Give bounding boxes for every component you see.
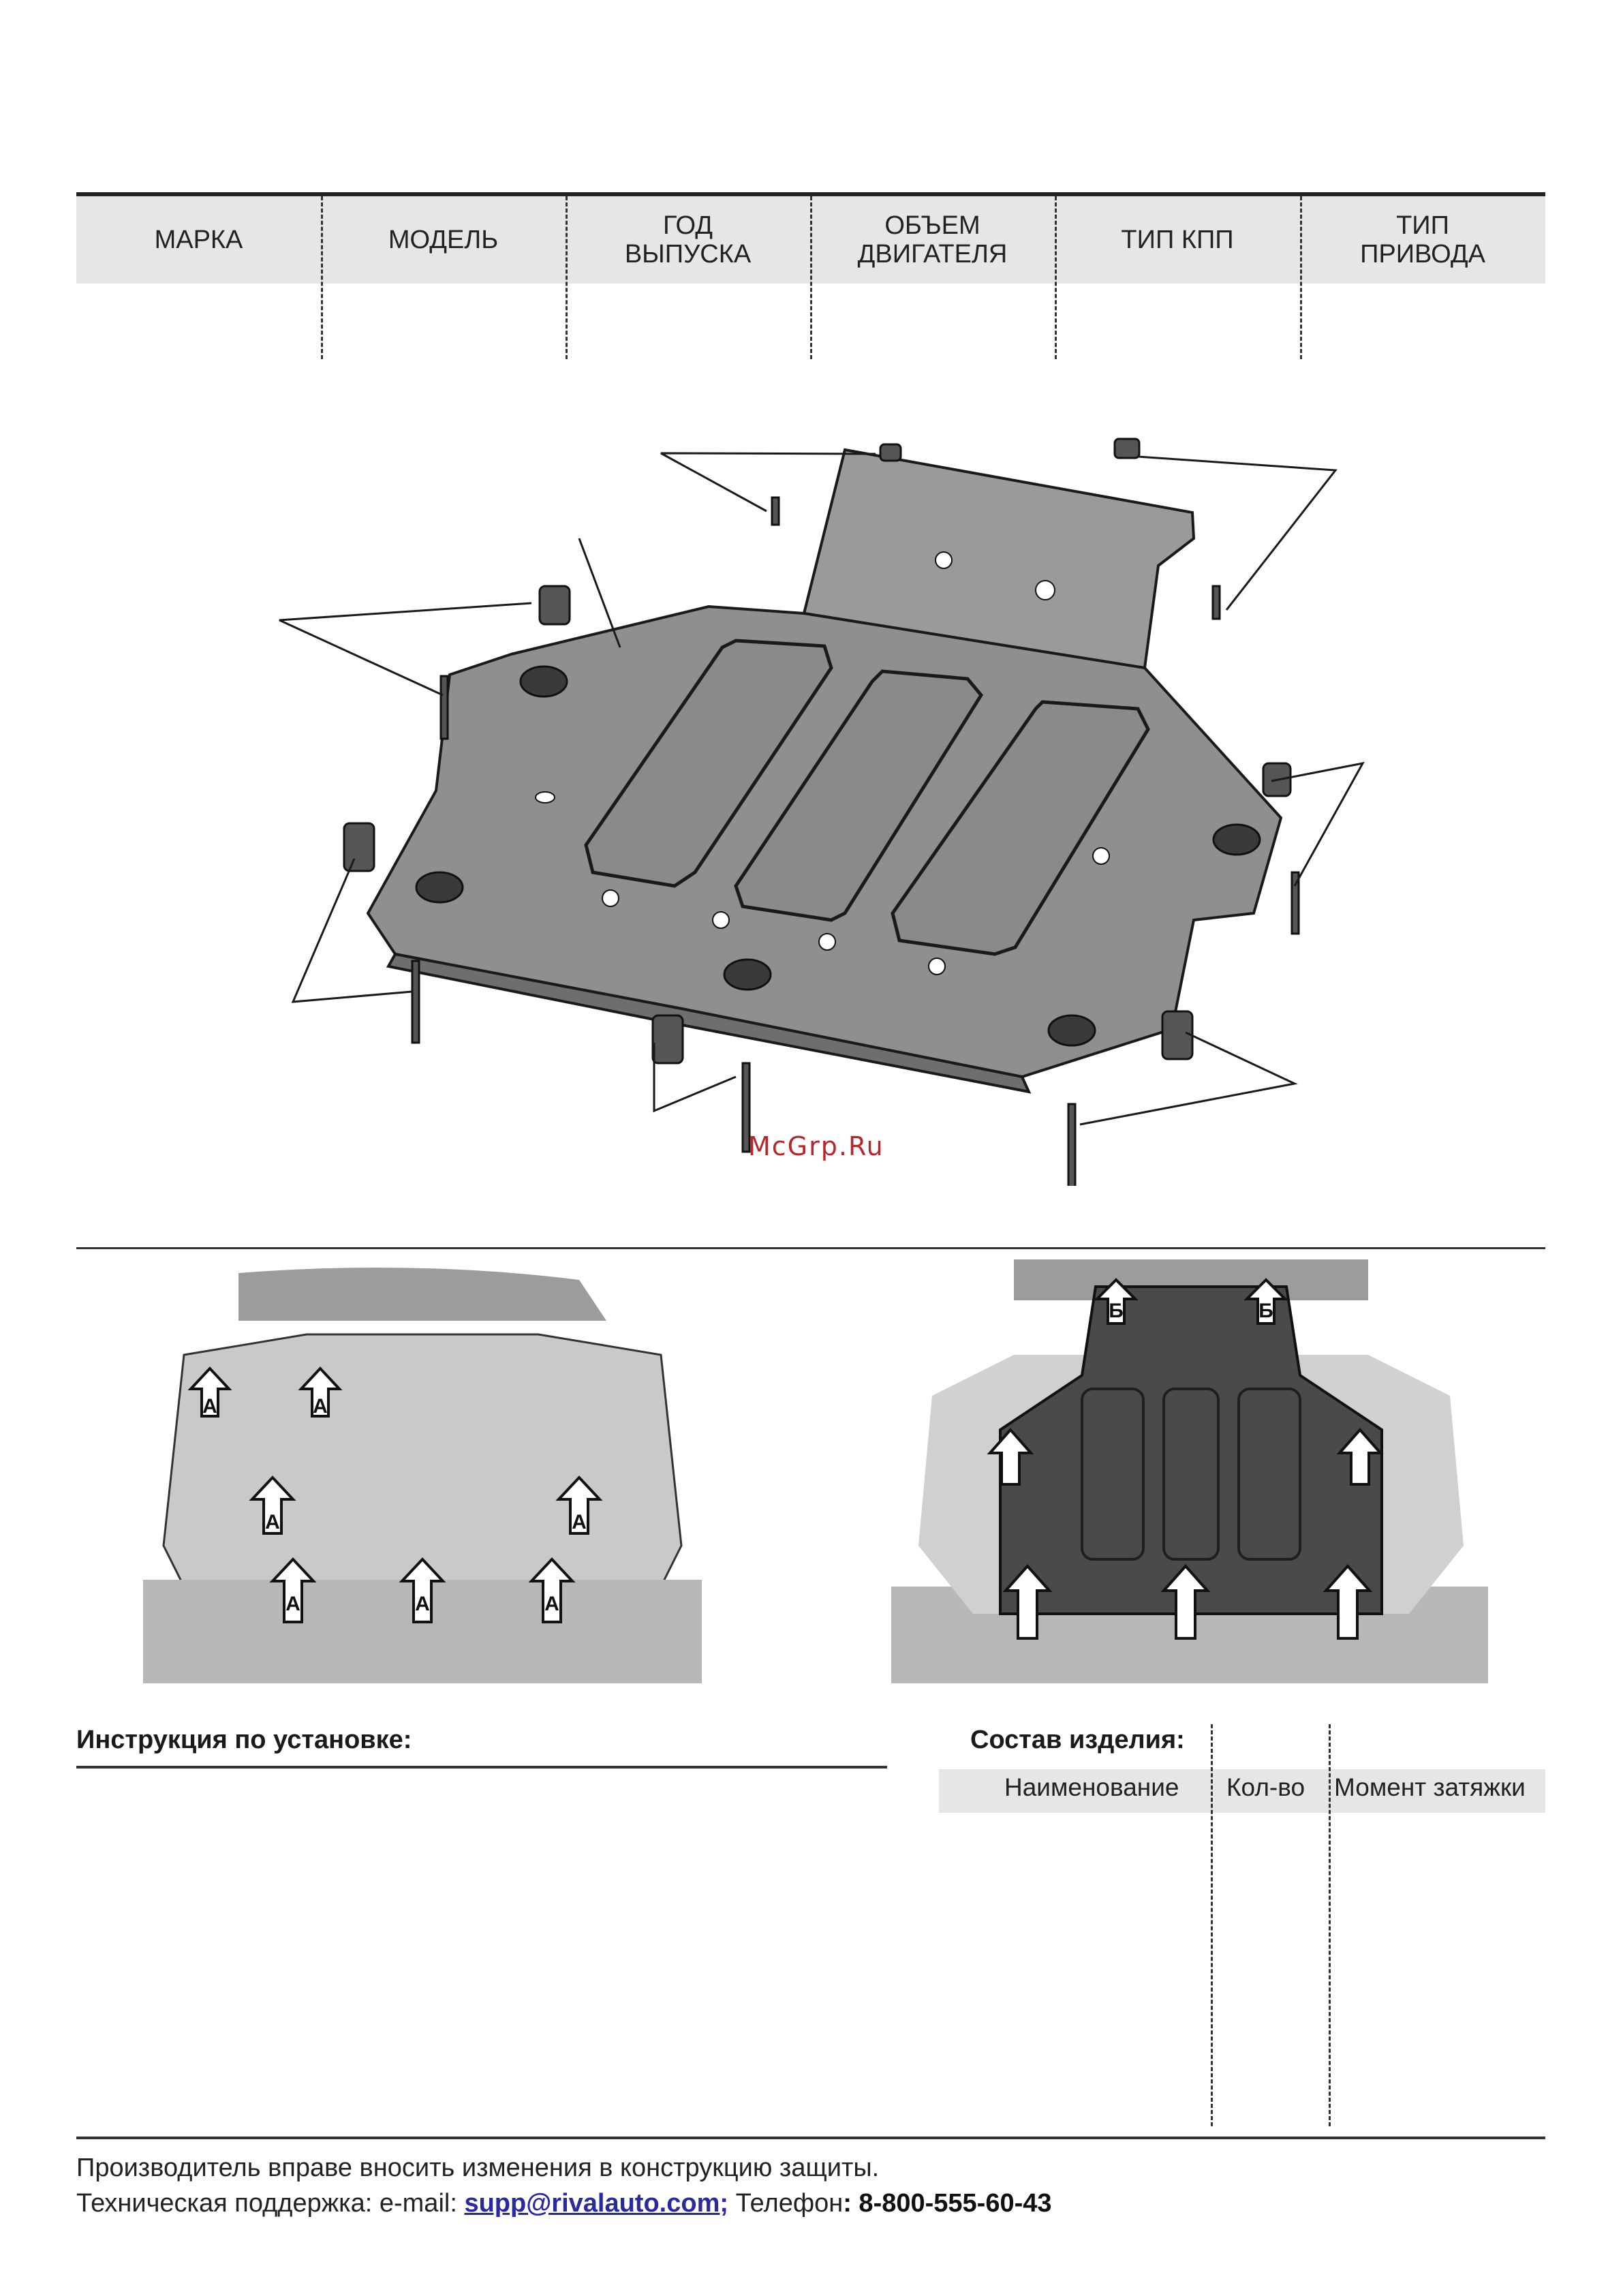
arrow-icons <box>987 1278 1384 1640</box>
column-divider <box>1055 196 1057 359</box>
header-brand: МАРКА <box>154 226 243 254</box>
section-divider <box>76 1247 1545 1249</box>
technical-support-line: Техническая поддержка: e-mail: supp@riva… <box>76 2189 1052 2218</box>
skid-plate-exploded-drawing <box>279 438 1365 1186</box>
plate-ribs <box>584 639 1150 956</box>
underbody-photo-before: А А А А А А А <box>143 1259 702 1683</box>
installed-plate-ribs <box>1081 1388 1301 1561</box>
mount-label-a: А <box>544 1593 559 1615</box>
mount-label-a: А <box>572 1511 587 1533</box>
column-divider <box>1300 196 1302 359</box>
support-email-separator[interactable]: ; <box>720 2189 729 2218</box>
frame-texture <box>238 1268 606 1321</box>
support-phone: : 8-800-555-60-43 <box>843 2189 1052 2218</box>
header-year: ГОД ВЫПУСКА <box>624 211 752 269</box>
column-divider <box>566 196 568 359</box>
composition-header-row <box>939 1769 1545 1813</box>
mount-label-a: А <box>313 1395 328 1418</box>
header-gearbox-type: ТИП КПП <box>1121 226 1234 254</box>
mount-label-b: Б <box>1109 1300 1124 1322</box>
column-torque: Момент затяжки <box>1334 1773 1526 1801</box>
composition-title: Состав изделия: <box>970 1726 1185 1754</box>
fasteners <box>343 438 1300 1186</box>
column-divider <box>810 196 812 359</box>
header-model: МОДЕЛЬ <box>388 226 499 254</box>
installation-instructions-title: Инструкция по установке: <box>76 1726 412 1754</box>
mount-label-a: А <box>415 1593 430 1615</box>
leader-lines <box>279 452 1365 1126</box>
arrow-icons <box>187 1366 603 1623</box>
column-divider <box>1329 1724 1331 2126</box>
mount-label-a: А <box>202 1395 217 1418</box>
header-drive-type: ТИП ПРИВОДА <box>1360 211 1485 269</box>
column-quantity: Кол-во <box>1226 1773 1305 1801</box>
mounting-points <box>415 665 1261 1047</box>
vehicle-spec-table: МАРКА МОДЕЛЬ ГОД ВЫПУСКА ОБЪЕМ ДВИГАТЕЛЯ… <box>76 192 1545 359</box>
footer-rule <box>76 2137 1545 2139</box>
mount-label-b: Б <box>1258 1300 1273 1322</box>
mount-label-a: А <box>285 1593 300 1615</box>
mount-label-a: А <box>265 1511 280 1533</box>
header-engine-volume: ОБЪЕМ ДВИГАТЕЛЯ <box>857 211 1008 269</box>
column-divider <box>321 196 323 359</box>
instructions-underline <box>76 1766 887 1769</box>
column-name: Наименование <box>1004 1773 1179 1801</box>
phone-label: Телефон <box>728 2189 844 2218</box>
support-label: Техническая поддержка: e-mail: <box>76 2189 465 2218</box>
plate-holes <box>535 551 1110 975</box>
watermark-text: McGrp.Ru <box>748 1131 884 1161</box>
underbody-photo-after: Б Б <box>891 1259 1488 1683</box>
installed-skid-plate <box>999 1285 1383 1615</box>
column-divider <box>1211 1724 1213 2126</box>
manufacturer-note: Производитель вправе вносить изменения в… <box>76 2154 880 2182</box>
support-email-link[interactable]: supp@rivalauto.com <box>464 2189 720 2218</box>
table-top-rule <box>76 192 1545 196</box>
original-shield <box>162 1333 683 1615</box>
